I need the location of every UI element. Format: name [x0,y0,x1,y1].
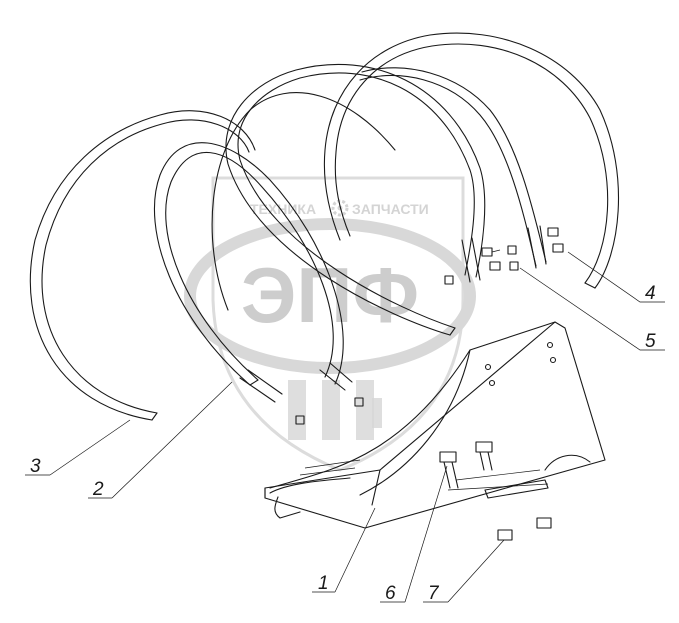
callout-3: 3 [25,419,131,477]
hoop-part-2 [153,92,396,386]
callout-label-2: 2 [92,479,104,500]
callout-label-7: 7 [428,583,440,604]
bolt [547,227,559,237]
callout-label-3: 3 [30,456,41,477]
callout-1: 1 [312,507,376,594]
watermark-text-right: ЗАПЧАСТИ [352,201,429,217]
callout-label-1: 1 [318,573,329,594]
hoop-part-4 [323,32,620,289]
nut-7 [497,529,513,541]
bolt [489,261,501,271]
strap-ends [239,225,547,403]
bolt-6b [475,441,493,471]
callout-5: 5 [519,267,665,352]
bolt [552,243,564,253]
callout-label-5: 5 [645,331,656,352]
nut-7b [536,517,552,529]
nut [507,245,517,255]
callout-label-4: 4 [645,283,656,304]
nut [354,397,364,407]
nut [444,275,454,285]
watermark-wheat-icons [288,380,382,440]
fasteners [295,227,564,541]
callout-4: 4 [567,251,665,304]
callout-7: 7 [423,539,505,604]
watermark-logo: ЭПФ [241,251,419,339]
hoop-part-3 [29,110,256,421]
nut [509,261,519,271]
bracket-part-1 [264,321,606,529]
bolt-6 [439,451,459,489]
hoop-middle [225,63,486,336]
callout-6: 6 [380,465,448,604]
watermark: ТЕХНИКА ЗАПЧАСТИ ЭПФ [184,176,476,472]
watermark-text-left: ТЕХНИКА [250,201,316,217]
nut [295,415,305,425]
callout-label-6: 6 [385,583,396,604]
bolt [481,247,501,257]
callout-2: 2 [88,381,233,500]
